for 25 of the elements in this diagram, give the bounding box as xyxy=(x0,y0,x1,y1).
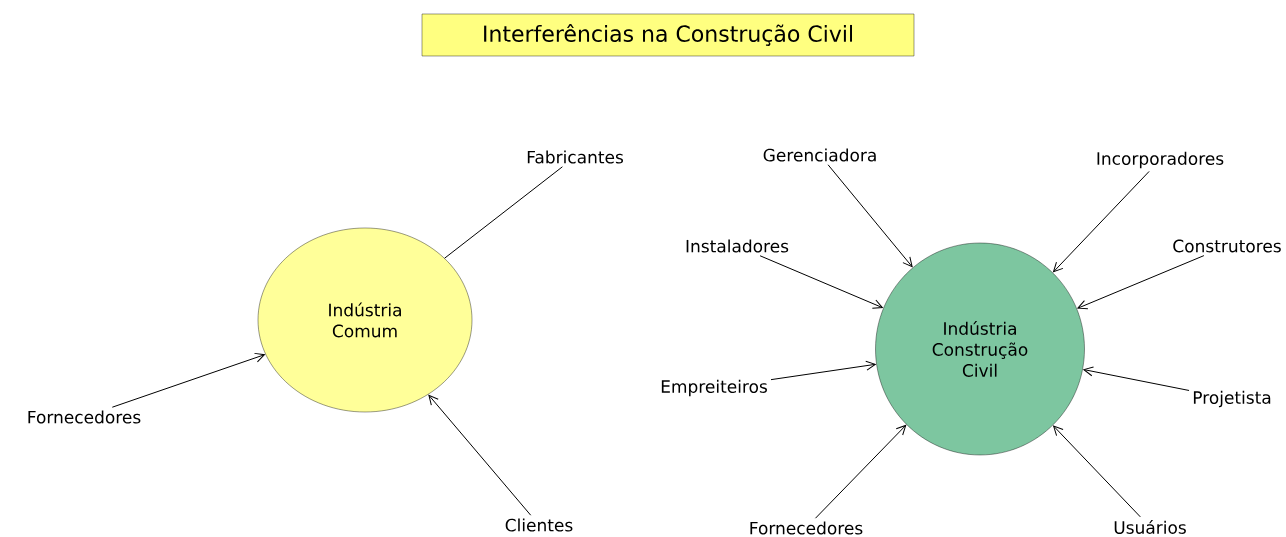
node-label: Incorporadores xyxy=(1097,151,1224,169)
node-label: Gerenciadora xyxy=(763,148,876,162)
arrow xyxy=(1053,425,1141,518)
arrow xyxy=(1053,170,1150,273)
arrow xyxy=(815,424,907,519)
node-label: Fabricantes xyxy=(527,150,624,164)
arrow xyxy=(111,352,265,408)
node-label: Clientes xyxy=(505,518,573,532)
arrow xyxy=(759,255,883,309)
node-label: Construtores xyxy=(1173,239,1281,253)
circle-node: Indústria Comum xyxy=(257,227,473,413)
circle-node: Indústria Construção Civil xyxy=(875,242,1085,456)
node-label: Usuários xyxy=(1114,520,1186,534)
arrow xyxy=(827,164,913,268)
node-label: Empreiteiros xyxy=(661,379,767,397)
node-label: Instaladores xyxy=(686,239,789,253)
node-label: Fornecedores xyxy=(750,521,863,535)
connector-line xyxy=(444,166,563,259)
arrow xyxy=(770,360,876,381)
arrow xyxy=(1083,366,1190,391)
title-box: Interferências na Construção Civil xyxy=(421,13,915,57)
arrow xyxy=(1077,255,1205,310)
node-label: Fornecedores xyxy=(28,410,141,424)
node-label: Projetista xyxy=(1193,390,1271,408)
arrow xyxy=(428,394,532,516)
